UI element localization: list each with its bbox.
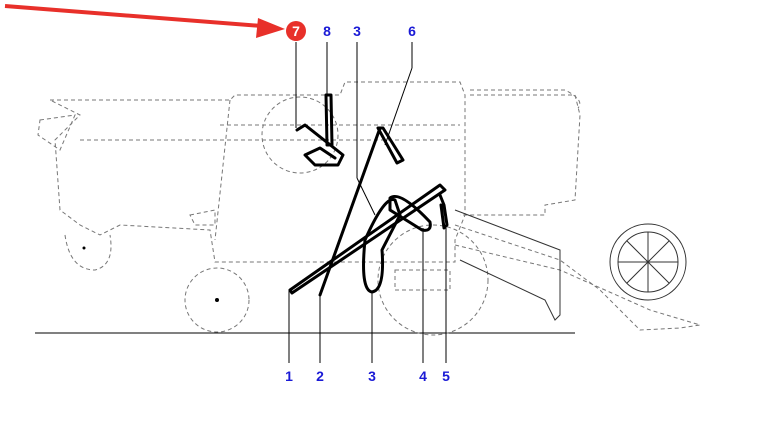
belt-4 [388, 195, 432, 232]
label-3-bottom: 3 [368, 368, 376, 384]
highlighted-label-7: 7 [286, 21, 306, 41]
belt-1 [288, 183, 447, 295]
belt-7 [295, 123, 345, 167]
belt-8 [324, 93, 334, 147]
red-arrow-pointer [4, 4, 285, 38]
label-8: 8 [323, 23, 331, 39]
label-1: 1 [285, 368, 293, 384]
label-4: 4 [419, 368, 427, 384]
combine-outline [37, 81, 701, 336]
belt-6 [376, 126, 405, 165]
belt-5 [438, 193, 449, 230]
label-6: 6 [408, 23, 416, 39]
label-2: 2 [316, 368, 324, 384]
label-5: 5 [442, 368, 450, 384]
leader-lines [288, 42, 447, 363]
belt-3 [362, 198, 402, 294]
label-3-top: 3 [353, 23, 361, 39]
